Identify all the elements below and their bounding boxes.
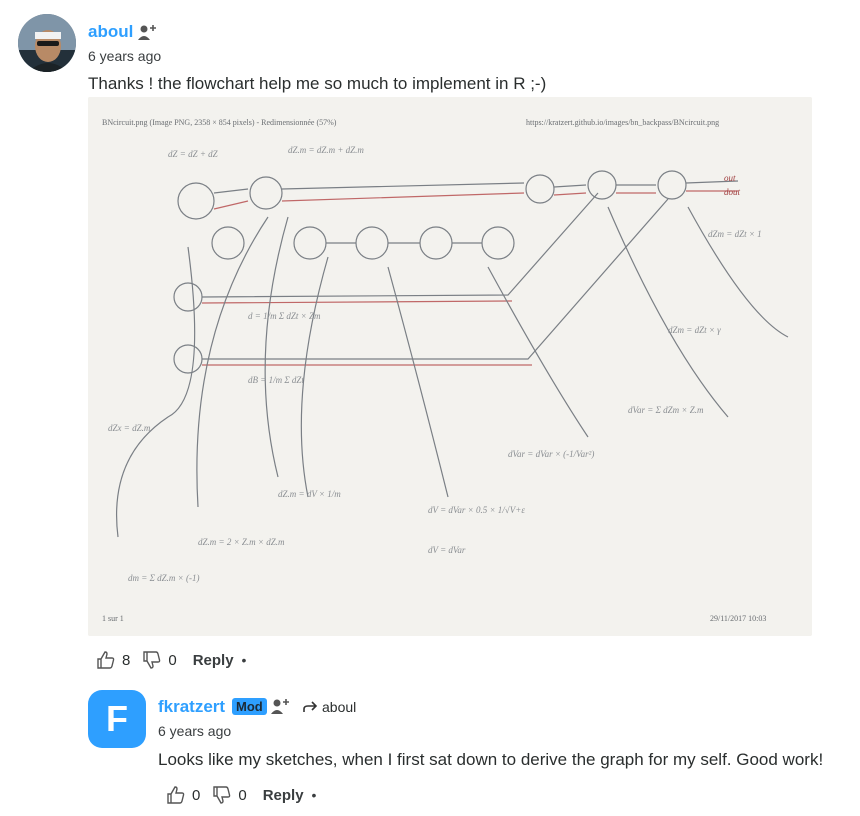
person-plus-icon[interactable] bbox=[270, 697, 292, 715]
person-plus-icon[interactable] bbox=[137, 23, 159, 41]
comment-text: Looks like my sketches, when I first sat… bbox=[158, 750, 824, 769]
svg-text:out: out bbox=[724, 173, 736, 183]
svg-text:dV = dVar: dV = dVar bbox=[428, 545, 466, 555]
author-name[interactable]: aboul bbox=[88, 22, 134, 41]
svg-text:https://kratzert.github.io/ima: https://kratzert.github.io/images/bn_bac… bbox=[526, 118, 719, 127]
svg-text:1 sur 1: 1 sur 1 bbox=[102, 614, 124, 623]
svg-text:dZ.m = 2 × Z.m × dZ.m: dZ.m = 2 × Z.m × dZ.m bbox=[198, 537, 285, 547]
dislike-count: 0 bbox=[238, 786, 247, 804]
comment-actions: 0 0 Reply • bbox=[166, 784, 316, 806]
svg-text:dB = 1/m Σ dZt: dB = 1/m Σ dZt bbox=[248, 375, 304, 385]
more-options-dot[interactable]: • bbox=[311, 787, 317, 803]
svg-text:dZm = dZt × γ: dZm = dZt × γ bbox=[668, 325, 721, 335]
avatar[interactable]: F bbox=[88, 690, 146, 748]
svg-text:dZx = dZ.m: dZx = dZ.m bbox=[108, 423, 151, 433]
like-count: 8 bbox=[122, 651, 131, 669]
reply-arrow-icon bbox=[303, 701, 318, 712]
avatar[interactable] bbox=[18, 14, 76, 72]
comment-text: Thanks ! the flowchart help me so much t… bbox=[88, 74, 547, 93]
svg-text:dZ.m = dV × 1/m: dZ.m = dV × 1/m bbox=[278, 489, 341, 499]
thumbs-up-icon bbox=[97, 651, 115, 669]
flowchart-image[interactable]: BNcircuit.png (Image PNG, 2358 × 854 pix… bbox=[88, 97, 812, 636]
mod-badge: Mod bbox=[232, 698, 267, 715]
thumbs-down-icon bbox=[213, 786, 231, 804]
svg-text:29/11/2017 10:03: 29/11/2017 10:03 bbox=[710, 614, 766, 623]
dislike-button[interactable]: 0 bbox=[142, 650, 177, 670]
svg-text:dZ.m = dZ.m + dZ.m: dZ.m = dZ.m + dZ.m bbox=[288, 145, 364, 155]
svg-text:dZ = dZ + dZ: dZ = dZ + dZ bbox=[168, 149, 219, 159]
svg-text:d = 1/m Σ dZt × Zm: d = 1/m Σ dZt × Zm bbox=[248, 311, 321, 321]
like-count: 0 bbox=[192, 786, 201, 804]
thumbs-up-icon bbox=[167, 786, 185, 804]
svg-text:dVar = dVar × (-1/Var²): dVar = dVar × (-1/Var²) bbox=[508, 449, 594, 459]
like-button[interactable]: 0 bbox=[166, 785, 200, 805]
timestamp[interactable]: 6 years ago bbox=[158, 723, 232, 739]
svg-text:dout: dout bbox=[724, 187, 741, 197]
author-name[interactable]: fkratzert bbox=[158, 697, 226, 716]
dislike-button[interactable]: 0 bbox=[212, 785, 247, 805]
reply-to-link[interactable]: aboul bbox=[303, 699, 356, 715]
reply-to-name: aboul bbox=[322, 699, 357, 715]
dislike-count: 0 bbox=[168, 651, 177, 669]
svg-text:dZm = dZt × 1: dZm = dZt × 1 bbox=[708, 229, 762, 239]
svg-text:dV = dVar × 0.5 × 1/√V+ε: dV = dVar × 0.5 × 1/√V+ε bbox=[428, 505, 525, 515]
timestamp[interactable]: 6 years ago bbox=[88, 48, 162, 64]
like-button[interactable]: 8 bbox=[96, 650, 130, 670]
thumbs-down-icon bbox=[143, 651, 161, 669]
svg-text:BNcircuit.png (Image PNG, 2358: BNcircuit.png (Image PNG, 2358 × 854 pix… bbox=[102, 118, 337, 127]
svg-text:dVar = Σ dZm × Z.m: dVar = Σ dZm × Z.m bbox=[628, 405, 704, 415]
svg-text:dm = Σ dZ.m × (-1): dm = Σ dZ.m × (-1) bbox=[128, 573, 200, 583]
reply-button[interactable]: Reply bbox=[262, 786, 304, 804]
more-options-dot[interactable]: • bbox=[241, 652, 247, 668]
reply-button[interactable]: Reply bbox=[192, 651, 234, 669]
comment-actions: 8 0 Reply • bbox=[96, 649, 246, 671]
